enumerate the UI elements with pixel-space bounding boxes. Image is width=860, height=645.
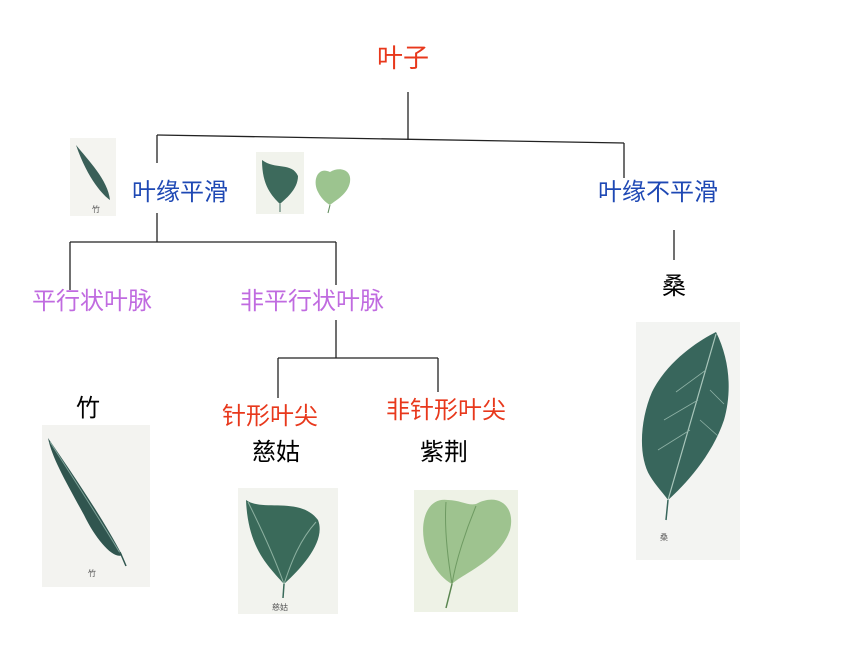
svg-text:竹: 竹 xyxy=(92,204,100,214)
thumb-arrowhead-leaf-icon xyxy=(256,152,304,214)
arrowhead-caption: 慈姑 xyxy=(272,602,288,612)
non-smooth-edge-label: 叶缘不平滑 xyxy=(598,178,718,206)
bamboo-caption: 竹 xyxy=(88,568,96,578)
mulberry-leaf-image: 桑 xyxy=(636,322,740,560)
non-needle-tip-label: 非针形叶尖 xyxy=(386,396,506,424)
smooth-edge-label: 叶缘平滑 xyxy=(132,178,228,206)
thumb-bamboo-leaf-icon: 竹 xyxy=(70,138,116,216)
species-arrowhead-label: 慈姑 xyxy=(252,438,300,466)
connector-level1-bar xyxy=(156,134,625,144)
non-parallel-vein-label: 非平行状叶脉 xyxy=(240,287,384,315)
species-mulberry-label: 桑 xyxy=(662,272,686,300)
redbud-leaf-image xyxy=(414,490,518,612)
parallel-vein-label: 平行状叶脉 xyxy=(32,287,152,315)
species-bamboo-label: 竹 xyxy=(76,394,100,422)
species-redbud-label: 紫荆 xyxy=(420,438,468,466)
needle-tip-label: 针形叶尖 xyxy=(222,402,318,430)
root-label: 叶子 xyxy=(377,44,430,74)
arrowhead-leaf-image: 慈姑 xyxy=(238,488,338,614)
thumb-redbud-leaf-icon xyxy=(315,169,351,214)
bamboo-leaf-image: 竹 xyxy=(42,425,150,587)
mulberry-caption: 桑 xyxy=(660,532,668,542)
